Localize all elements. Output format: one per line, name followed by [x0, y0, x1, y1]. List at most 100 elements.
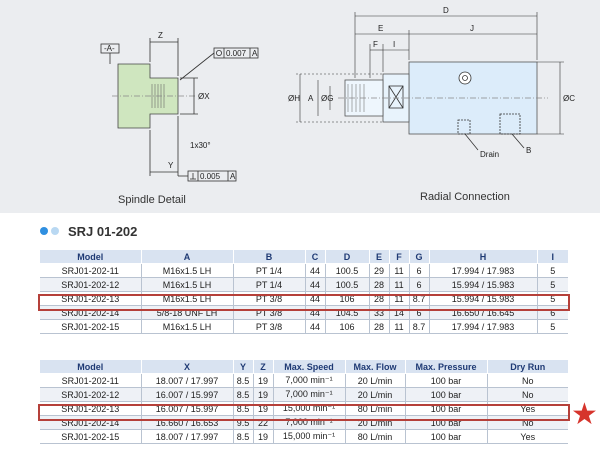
- label-runout-tol: 0.007: [226, 49, 247, 58]
- table-cell: SRJ01-202-12: [40, 277, 142, 292]
- table-cell: 15.994 / 15.983: [429, 277, 538, 292]
- table-cell: 80 L/min: [345, 429, 406, 444]
- label-d: D: [443, 6, 449, 15]
- table-cell: 6: [409, 263, 430, 278]
- table-cell: SRJ01-202-15: [40, 429, 142, 444]
- table-cell: 7,000 min⁻¹: [273, 373, 346, 388]
- table-cell: PT 1/4: [233, 263, 306, 278]
- column-header: E: [369, 250, 390, 264]
- table-cell: 16.007 / 15.997: [141, 387, 234, 402]
- label-runout-ref: A: [252, 49, 258, 58]
- column-header: I: [537, 250, 568, 264]
- star-icon: ★: [571, 398, 598, 431]
- section-title: SRJ 01-202: [68, 223, 138, 239]
- table-cell: 29: [369, 263, 390, 278]
- table-cell: 7,000 min⁻¹: [273, 387, 346, 402]
- table-cell: 19: [253, 373, 274, 388]
- column-header: Z: [253, 360, 274, 374]
- label-h: ØH: [288, 94, 300, 103]
- column-header: D: [325, 250, 370, 264]
- table-cell: 19: [253, 429, 274, 444]
- table-cell: 5: [537, 277, 568, 292]
- label-chamfer: 1x30°: [190, 141, 211, 150]
- drain-port: [457, 119, 471, 135]
- table-cell: 8.7: [409, 319, 430, 334]
- label-drain: Drain: [480, 150, 499, 159]
- table-cell: 28: [369, 319, 390, 334]
- perpendicular-icon: [190, 173, 196, 180]
- section-header: SRJ 01-202: [40, 222, 137, 240]
- table-cell: 100 bar: [405, 373, 488, 388]
- table-cell: 100 bar: [405, 387, 488, 402]
- table-cell: 17.994 / 17.983: [429, 263, 538, 278]
- table-cell: 19: [253, 387, 274, 402]
- table-cell: 100 bar: [405, 429, 488, 444]
- column-header: G: [409, 250, 430, 264]
- label-i: I: [393, 40, 395, 49]
- nut-window: [388, 85, 404, 109]
- column-header: Y: [233, 360, 254, 374]
- column-header: Max. Flow: [345, 360, 406, 374]
- bullet-dot-icon: [51, 227, 59, 235]
- highlight-box: [38, 404, 570, 421]
- column-header: Model: [40, 250, 142, 264]
- label-j: J: [470, 24, 474, 33]
- bullet-dot-icon: [40, 227, 48, 235]
- table-cell: 8.5: [233, 373, 254, 388]
- table-cell: SRJ01-202-11: [40, 263, 142, 278]
- column-header: Max. Speed: [273, 360, 346, 374]
- table-cell: 15,000 min⁻¹: [273, 429, 346, 444]
- table-cell: 44: [305, 277, 326, 292]
- table-cell: SRJ01-202-11: [40, 373, 142, 388]
- b-port: [499, 113, 521, 135]
- label-e: E: [378, 24, 383, 33]
- label-a: A: [308, 94, 314, 103]
- table-cell: No: [487, 373, 568, 388]
- table-cell: Yes: [487, 429, 568, 444]
- table-cell: 28: [369, 277, 390, 292]
- label-f: F: [373, 40, 378, 49]
- column-header: X: [141, 360, 234, 374]
- table-cell: 20 L/min: [345, 373, 406, 388]
- label-x: ØX: [198, 92, 210, 101]
- label-c: ØC: [563, 94, 575, 103]
- label-b: B: [526, 146, 531, 155]
- port-icon: [458, 71, 472, 85]
- table-cell: 8.5: [233, 387, 254, 402]
- table-cell: 106: [325, 319, 370, 334]
- radial-caption: Radial Connection: [420, 191, 510, 203]
- table-cell: 44: [305, 263, 326, 278]
- label-perp-tol: 0.005: [200, 172, 221, 181]
- drawing-svg: Z -A- 0.007 A ØX 1x30° Y 0.005 A Spindle…: [100, 6, 575, 206]
- table-cell: M16x1.5 LH: [141, 277, 234, 292]
- table-cell: 5: [537, 319, 568, 334]
- technical-drawing: Z -A- 0.007 A ØX 1x30° Y 0.005 A Spindle…: [0, 0, 600, 213]
- label-y: Y: [168, 161, 174, 170]
- runout-icon: [215, 50, 222, 57]
- table-cell: 8.5: [233, 429, 254, 444]
- highlight-box: [38, 294, 570, 311]
- label-g: ØG: [321, 94, 333, 103]
- table-cell: M16x1.5 LH: [141, 319, 234, 334]
- table-cell: PT 1/4: [233, 277, 306, 292]
- table-cell: 11: [389, 263, 410, 278]
- table-cell: 100.5: [325, 263, 370, 278]
- column-header: Max. Pressure: [405, 360, 488, 374]
- spindle-caption: Spindle Detail: [118, 194, 186, 206]
- label-perp-ref: A: [230, 172, 236, 181]
- label-datum: -A-: [104, 44, 115, 53]
- table-cell: 20 L/min: [345, 387, 406, 402]
- label-z: Z: [158, 31, 163, 40]
- table-cell: M16x1.5 LH: [141, 263, 234, 278]
